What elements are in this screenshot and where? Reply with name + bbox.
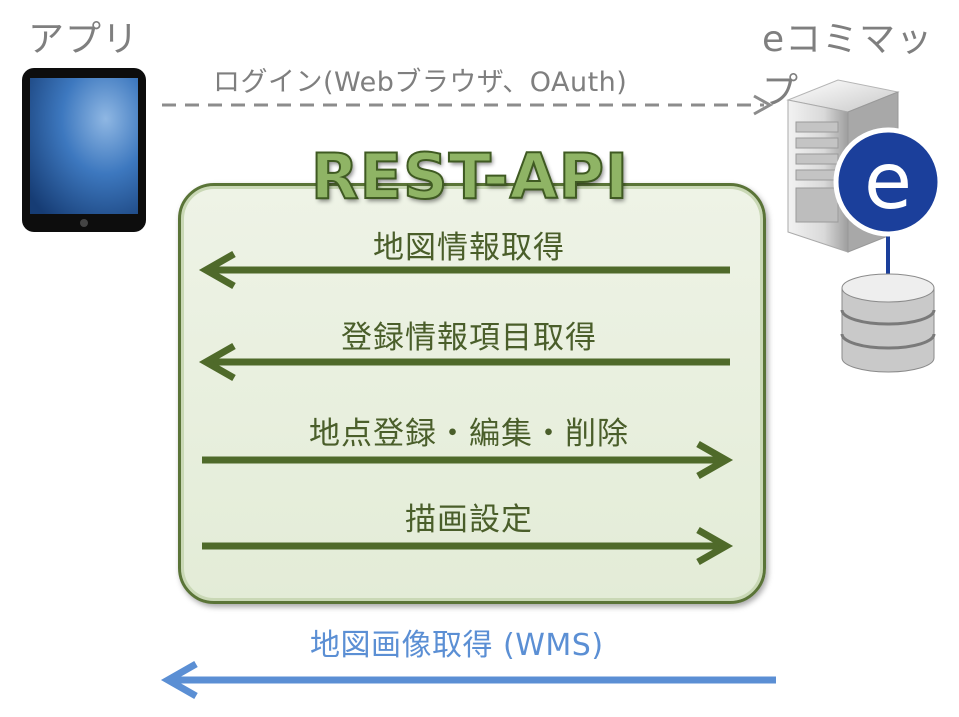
rest-api-title: REST-API [310, 139, 630, 214]
login-arrow [162, 94, 774, 116]
op-point-crud-arrow [202, 440, 734, 480]
op-point-crud-label: 地点登録・編集・削除 [309, 416, 629, 452]
op-map-info-arrow [198, 250, 730, 290]
database-icon [840, 273, 936, 373]
wms-arrow [160, 660, 776, 700]
app-label: アプリ [28, 19, 140, 60]
tablet-icon [22, 68, 146, 232]
login-label: ログイン(Webブラウザ、OAuth) [213, 67, 628, 98]
rest-api-box [178, 183, 766, 604]
op-map-info-label: 地図情報取得 [373, 230, 565, 266]
op-registered-items-label: 登録情報項目取得 [341, 320, 597, 356]
server-icon: e [786, 79, 943, 373]
wms-label: 地図画像取得 (WMS) [310, 628, 604, 663]
server-badge-text: e [864, 137, 912, 227]
op-draw-settings-arrow [202, 526, 734, 566]
op-registered-items-arrow [198, 342, 730, 382]
op-draw-settings-label: 描画設定 [405, 502, 533, 538]
